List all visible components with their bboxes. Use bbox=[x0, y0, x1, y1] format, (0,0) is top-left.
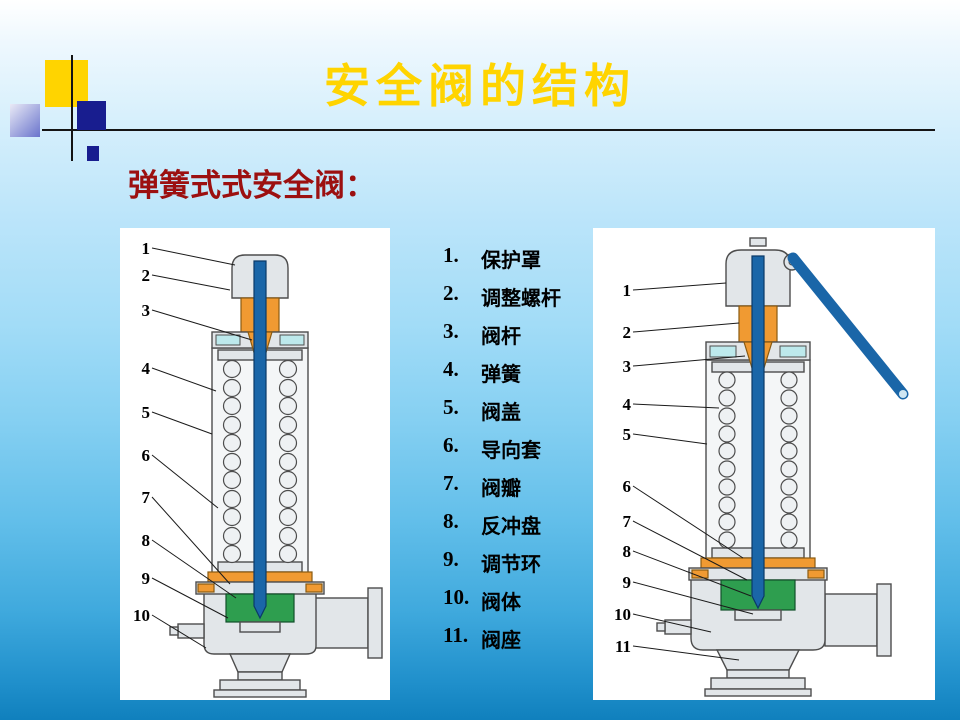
left-leader-lines bbox=[151, 247, 253, 649]
legend-item-label: 阀座 bbox=[481, 630, 521, 652]
legend-item-number: 5. bbox=[443, 395, 459, 419]
callout-number: 9 bbox=[623, 573, 632, 592]
legend-item-number: 6. bbox=[443, 433, 459, 457]
legend-item-number: 4. bbox=[443, 357, 459, 381]
legend-item-number: 8. bbox=[443, 509, 459, 533]
callout-number: 10 bbox=[133, 606, 150, 625]
slide-title: 安全阀的结构 bbox=[324, 61, 636, 112]
legend-item-label: 阀盖 bbox=[481, 402, 521, 424]
legend-item-number: 2. bbox=[443, 281, 459, 305]
left-valve-stem bbox=[253, 260, 267, 620]
callout-number: 10 bbox=[614, 605, 631, 624]
legend-item: 4. 弹簧 bbox=[443, 357, 561, 395]
decoration-small-navy-square bbox=[87, 146, 99, 161]
right-leader-lines bbox=[632, 282, 754, 661]
slide-subtitle: 弹簧式式安全阀： bbox=[128, 168, 376, 203]
legend-item-label: 保护罩 bbox=[481, 250, 541, 272]
legend-item: 10. 阀体 bbox=[443, 585, 561, 623]
callout-number: 2 bbox=[142, 266, 151, 285]
decoration-gradient-square bbox=[10, 104, 40, 137]
callout-number: 8 bbox=[623, 542, 632, 561]
legend-item-number: 11. bbox=[443, 623, 469, 647]
lever-handle bbox=[787, 252, 909, 400]
callout-number: 7 bbox=[142, 488, 151, 507]
right-callout-numbers: 1 2 3 4 5 6 7 8 9 10 11 bbox=[614, 281, 632, 656]
legend-item-label: 弹簧 bbox=[481, 364, 521, 386]
legend-item-number: 10. bbox=[443, 585, 470, 609]
parts-legend: 1. 保护罩 2. 调整螺杆 3. 阀杆 4. 弹簧 5. 阀盖 6. 导向套 7. 阀瓣 8… bbox=[443, 243, 561, 661]
left-valve-diagram: 1 2 3 4 5 6 7 8 9 10 bbox=[133, 239, 383, 698]
decoration-vertical-line bbox=[71, 55, 73, 161]
callout-number: 8 bbox=[142, 531, 151, 550]
callout-number: 6 bbox=[623, 477, 632, 496]
legend-item-number: 7. bbox=[443, 471, 459, 495]
callout-number: 2 bbox=[623, 323, 632, 342]
callout-number: 1 bbox=[142, 239, 151, 258]
legend-item: 7. 阀瓣 bbox=[443, 471, 561, 509]
callout-number: 4 bbox=[142, 359, 151, 378]
left-spring-coils bbox=[222, 359, 298, 564]
legend-item-label: 阀瓣 bbox=[481, 478, 521, 500]
decoration-navy-square bbox=[77, 101, 106, 130]
legend-item-label: 反冲盘 bbox=[481, 516, 541, 538]
legend-item-number: 3. bbox=[443, 319, 459, 343]
callout-number: 1 bbox=[623, 281, 632, 300]
legend-item-label: 调节环 bbox=[481, 554, 541, 576]
left-callout-numbers: 1 2 3 4 5 6 7 8 9 10 bbox=[133, 239, 151, 625]
legend-item: 8. 反冲盘 bbox=[443, 509, 561, 547]
legend-item: 9. 调节环 bbox=[443, 547, 561, 585]
callout-number: 6 bbox=[142, 446, 151, 465]
left-valve-panel: 1 2 3 4 5 6 7 8 9 10 bbox=[120, 228, 390, 700]
callout-number: 9 bbox=[142, 569, 151, 588]
callout-number: 7 bbox=[623, 512, 632, 531]
callout-number: 5 bbox=[142, 403, 151, 422]
legend-item: 1. 保护罩 bbox=[443, 243, 561, 281]
right-valve-diagram: 1 2 3 4 5 6 7 8 9 10 11 bbox=[614, 237, 909, 697]
callout-number: 3 bbox=[623, 357, 632, 376]
legend-item-label: 阀杆 bbox=[481, 326, 521, 348]
legend-item-label: 调整螺杆 bbox=[481, 288, 561, 310]
decoration-yellow-square bbox=[45, 60, 88, 107]
legend-item: 2. 调整螺杆 bbox=[443, 281, 561, 319]
legend-item: 3. 阀杆 bbox=[443, 319, 561, 357]
right-valve-panel: 1 2 3 4 5 6 7 8 9 10 11 bbox=[593, 228, 935, 700]
legend-item: 11. 阀座 bbox=[443, 623, 561, 661]
callout-number: 3 bbox=[142, 301, 151, 320]
right-valve-stem bbox=[751, 255, 765, 610]
legend-item-number: 1. bbox=[443, 243, 459, 267]
legend-item-label: 导向套 bbox=[481, 440, 541, 462]
callout-number: 4 bbox=[623, 395, 632, 414]
callout-number: 11 bbox=[615, 637, 631, 656]
legend-item-label: 阀体 bbox=[481, 592, 521, 614]
callout-number: 5 bbox=[623, 425, 632, 444]
title-underline bbox=[42, 129, 935, 131]
legend-item: 5. 阀盖 bbox=[443, 395, 561, 433]
legend-item-number: 9. bbox=[443, 547, 459, 571]
right-spring-coils bbox=[718, 371, 798, 549]
legend-item: 6. 导向套 bbox=[443, 433, 561, 471]
